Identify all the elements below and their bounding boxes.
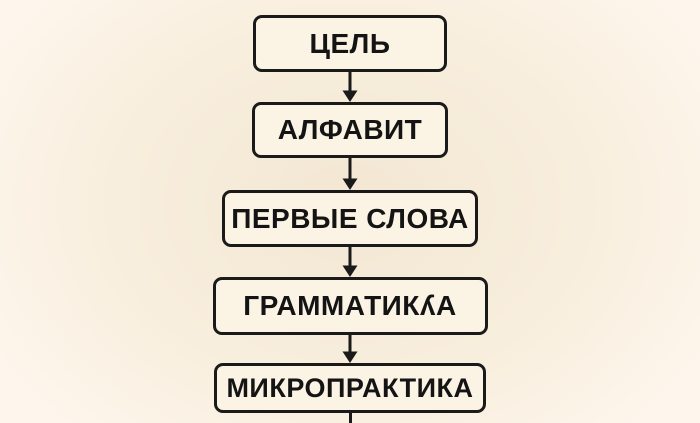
arrow-down-icon xyxy=(342,247,358,277)
flow-node-goal: ЦЕЛЬ xyxy=(253,15,447,72)
flow-node-first-words: ПЕРВЫЕ СЛОВА xyxy=(222,190,478,247)
flow-node-grammar: ГРАММАТИКʎА xyxy=(212,277,488,335)
flow-node-goal-label: ЦЕЛЬ xyxy=(309,27,391,59)
flow-node-first-words-label: ПЕРВЫЕ СЛОВА xyxy=(231,202,469,234)
flow-node-grammar-label: ГРАММАТИКʎА xyxy=(243,290,457,321)
flow-node-alphabet-label: АЛФАВИТ xyxy=(277,114,423,145)
arrow-down-icon xyxy=(342,72,358,102)
flow-node-micropractice-label: МИКРОПРАКТИКА xyxy=(226,372,474,403)
arrow-down-icon xyxy=(342,158,358,190)
arrow-down-icon xyxy=(342,335,358,363)
flow-node-micropractice: МИКРОПРАКТИКА xyxy=(214,363,486,413)
cutoff-connector-line xyxy=(348,413,352,423)
flow-node-alphabet: АЛФАВИТ xyxy=(252,102,448,158)
